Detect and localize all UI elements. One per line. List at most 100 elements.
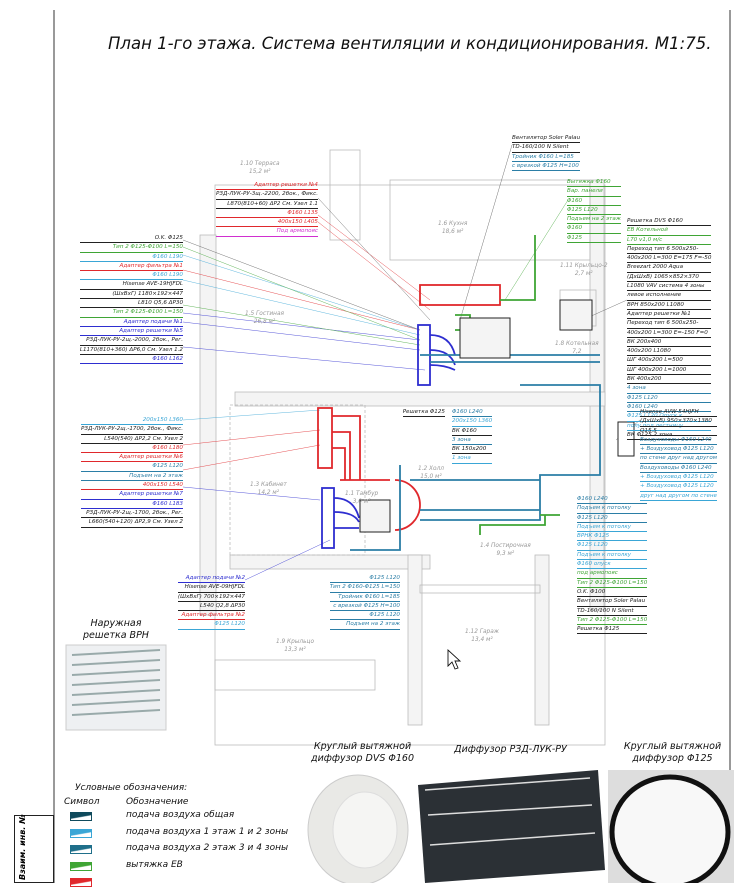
- annotation-line: Подъем к потолку: [577, 551, 648, 561]
- ducts-blue: [321, 324, 456, 549]
- annotation-line: L870(810+60) ΔP2 См. Узел 1.1: [216, 200, 318, 209]
- annotation-line: Переход тип 6 500x250-: [627, 319, 712, 329]
- annotation-line: 1 зона: [452, 454, 493, 464]
- annotation-line: L1080 VAV система 4 зоны: [627, 282, 712, 292]
- legend-label: подача воздуха 1 этаж 1 и 2 зоны: [126, 826, 289, 837]
- annotation-line: Адаптер решетки №7: [81, 490, 183, 500]
- annotation-line: 4 зона: [627, 384, 712, 394]
- annotation-line: + Воздуховод Φ125 L120: [640, 473, 717, 483]
- annotation-line: по стене друг над другом: [640, 454, 717, 464]
- annotation-line: ВК 200x400: [627, 338, 712, 348]
- annotation-line: Вар. панели: [567, 187, 621, 197]
- annotation-line: Q15,5: [640, 427, 717, 436]
- annotation-line: левое исполнение: [627, 291, 712, 301]
- legend-label: вытяжка ЕВ: [126, 859, 183, 870]
- sheet-frame: [53, 10, 731, 883]
- annotation-line: (ШхВхГ) 700×192×447: [177, 593, 245, 602]
- annotation-line: Φ125: [567, 234, 621, 244]
- annotation-line: Φ125 L120: [577, 514, 648, 523]
- annotation-line: ВК 150x200: [452, 445, 493, 455]
- annotation-line: TD-160/100 N Silent: [512, 143, 581, 153]
- annotation-line: ЕВ Котельной: [627, 226, 712, 236]
- annotation-line: Φ125 L120: [81, 462, 183, 472]
- annotation-line: Φ125 L120: [577, 541, 648, 551]
- annotation-line: Подъем на 2 этаж: [567, 215, 621, 225]
- page-title: План 1-го этажа. Система вентиляции и ко…: [108, 34, 712, 53]
- legend-label: подача воздуха общая: [126, 810, 235, 820]
- outdoor-grille-image: [65, 644, 167, 731]
- annotation-line: Тип 2 Φ125-Φ100 L=150: [577, 579, 648, 588]
- annotation-line: Адаптер фильтра №2: [177, 611, 245, 621]
- annotation-line: Переход тип 6 500x250-: [627, 245, 712, 255]
- annotation-line: Адаптер решетки №4: [216, 181, 318, 191]
- annotation-line: Вентилятор Soler Palau: [512, 134, 581, 144]
- annotation-line: Φ160 опуск: [577, 560, 648, 570]
- annotation-line: Тройник Φ160 L=185: [329, 593, 400, 602]
- equipment: [359, 299, 635, 533]
- annotation-line: O.K. Φ125: [79, 234, 183, 244]
- annotation-line: Φ125 L120 Опуск к: [627, 412, 712, 422]
- annotation-line: с врезкой Φ125 H=100: [329, 602, 400, 612]
- annotation-line: 400x200 L1080: [627, 347, 712, 357]
- annotation-line: L540(540) ΔP2,2 См. Узел 2: [81, 435, 183, 444]
- annotation-line: ШГ 400x200 L=500: [627, 356, 712, 366]
- annotation-line: Φ160 L240: [577, 495, 648, 505]
- annotation-line: ВРНК Φ125: [577, 532, 648, 542]
- annotation-line: Тройник Φ160 L=185: [512, 153, 581, 162]
- annotation-line: с врезкой Φ125 H=100: [512, 162, 581, 172]
- annotation-line: Hisense AVE-09HJFDL: [177, 583, 245, 593]
- annotation-line: L1170(810+360) ΔP6,0 См. Узел 1.2: [79, 346, 183, 355]
- annotation-line: (ДхШхВ) 1065×852×370: [627, 273, 712, 283]
- annotation-line: полу под лестницу: [627, 422, 712, 431]
- annotation-line: 400x200 L=300 E=175 F=-50: [627, 254, 712, 264]
- annotation-line: ВК 400x200: [627, 375, 712, 385]
- legend-symbol-icon: [70, 812, 92, 821]
- annotation-line: 200x150 L360: [81, 416, 183, 426]
- rzd-diffuser-image: [418, 770, 605, 883]
- annotation-line: Φ160 L135: [216, 209, 318, 219]
- mouse-cursor-icon: [447, 648, 462, 670]
- annotation-line: Φ125 L120: [177, 620, 245, 630]
- annotation-line: Φ160 L240: [452, 408, 493, 418]
- round-diffuser-125-image: [608, 770, 734, 883]
- annotation-line: Тип 2 Φ125-Φ100 L=150: [79, 243, 183, 253]
- annotation-line: Hisense AVW-54HJFH: [640, 408, 717, 418]
- annotation-line: Φ160 L190: [79, 271, 183, 281]
- annotation-line: РЗД-ЛУК-РУ-2щ.-2000, 2бок., Рег.: [79, 336, 183, 346]
- legend-col-symbol: Символ: [64, 797, 100, 807]
- annotation-line: 400x150 L540: [81, 481, 183, 491]
- annotation-line: Φ125 L120: [627, 394, 712, 403]
- annotation-line: 3 зона: [452, 436, 493, 446]
- outdoor-grille-caption: Наружная решетка ВРН: [83, 618, 149, 641]
- annotation-line: Решетка Φ125: [402, 408, 445, 418]
- annotation-line: Воздуховоды Φ160 L240: [640, 436, 717, 446]
- annotation-line: Тип 2 Φ125-Φ100 L=150: [79, 308, 183, 318]
- annotation-line: Подъем на 2 этаж: [329, 620, 400, 630]
- product-caption: Круглый вытяжной диффузор DVS Φ160: [311, 741, 414, 764]
- annotation-line: ВРН 850x200 L1080: [627, 301, 712, 310]
- annotation-line: друг над другом по стене: [640, 492, 717, 501]
- annotation-line: (ДхШхВ) 950×370×1380: [640, 417, 717, 427]
- annotation-line: Тип 2 Φ125-Φ100 L=150: [577, 616, 648, 626]
- product-caption: Круглый вытяжной диффузор Φ125: [623, 741, 722, 764]
- annotation-line: Φ160 L190: [79, 253, 183, 262]
- legend-title: Условные обозначения:: [75, 783, 188, 793]
- annotation-line: Подъем к потолку: [577, 504, 648, 514]
- annotation-line: Φ125 L120: [567, 206, 621, 216]
- annotation-line: Φ160 L180: [81, 444, 183, 454]
- annotation-line: Воздуховоды Φ160 L240: [640, 464, 717, 474]
- annotation-line: Φ160: [567, 197, 621, 206]
- annotation-line: РЗД-ЛУК-РУ-2щ.-1700, 2бок., Рег.: [81, 509, 183, 519]
- annotation-line: Вентилятор Soler Palau: [577, 597, 648, 607]
- annotation-line: L70 v1,0 м/с: [627, 236, 712, 245]
